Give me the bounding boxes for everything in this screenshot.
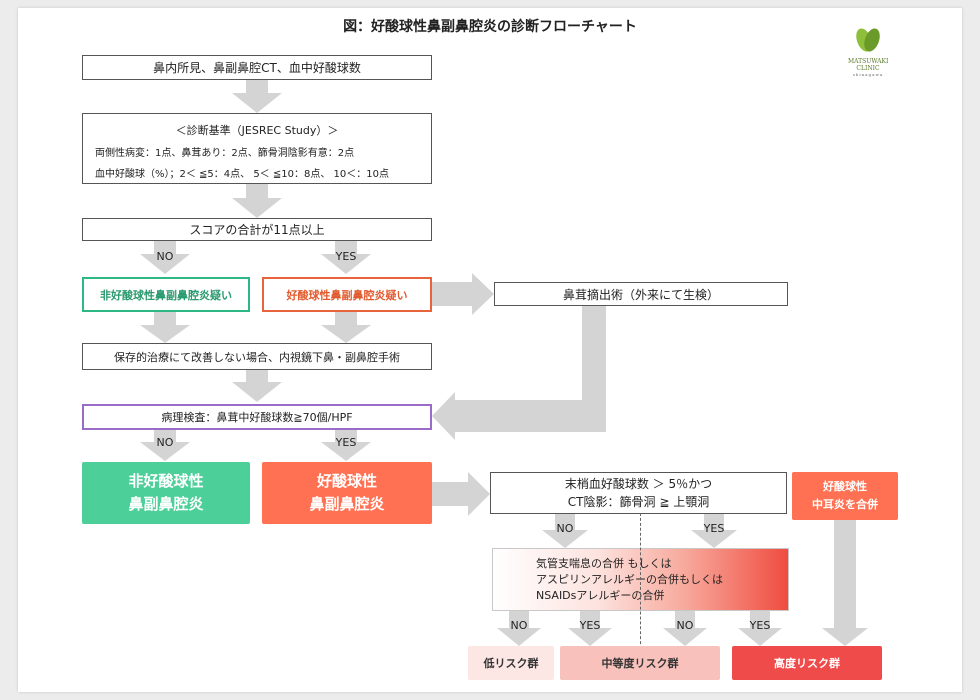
arrow-peripheral-to-asthma-no: [542, 514, 588, 548]
pathology-box: 病理検査：鼻茸中好酸球数≧70個/HPF: [82, 404, 432, 430]
criteria-line2: 血中好酸球（%）；2＜ ≦5：4点、 5＜ ≦10：8点、 10＜：10点: [95, 169, 389, 180]
criteria-box: ＜診断基準（JESREC Study）＞ 両側性病変：1点、鼻茸あり：2点、篩骨…: [82, 113, 432, 184]
final-eos-box: 好酸球性 鼻副鼻腔炎: [262, 462, 432, 524]
arrow-asthma-to-high: [738, 611, 782, 646]
peripheral-no-label: NO: [556, 522, 574, 535]
clinic-logo: MATSUWAKI CLINIC shinagawa: [848, 26, 888, 77]
peripheral-criteria-box: 末梢血好酸球数 ＞ 5％かつ CT陰影：篩骨洞 ≧ 上顎洞: [490, 472, 787, 514]
polyp-excision-box: 鼻茸摘出術（外来にて生検）: [494, 282, 788, 306]
arrow-pathology-to-non: [140, 430, 190, 461]
criteria-heading: ＜診断基準（JESREC Study）＞: [175, 124, 339, 137]
arrow-asthma-to-low: [497, 611, 541, 646]
low-risk-box: 低リスク群: [468, 646, 554, 680]
page-title: 図：好酸球性鼻副鼻腔炎の診断フローチャート: [343, 19, 637, 35]
asthma-line1: 気管支喘息の合併 もしくは: [536, 557, 672, 570]
final-non-eos-line2: 鼻副鼻腔炎: [128, 495, 204, 513]
final-non-eos-line1: 非好酸球性: [128, 472, 204, 490]
pathology-yes-label: YES: [335, 436, 357, 449]
arrow-asthma-to-mid-b: [663, 611, 707, 646]
arrow-asthma-to-mid-a: [568, 611, 612, 646]
otitis-box: 好酸球性 中耳炎を合併: [792, 472, 898, 520]
arrow-eos-to-excision: [432, 273, 494, 315]
asthma-line3: NSAIDsアレルギーの合併: [536, 589, 665, 602]
leaf-logo-icon: [856, 28, 880, 52]
conservative-treatment-box: 保存的治療にて改善しない場合、内視鏡下鼻・副鼻腔手術: [82, 343, 432, 370]
arrow-eos-to-conservative: [321, 312, 371, 343]
arrow-score-to-non: [140, 241, 190, 274]
initial-exam-box: 鼻内所見、鼻副鼻腔CT、血中好酸球数: [82, 55, 432, 80]
peripheral-yes-label: YES: [703, 522, 725, 535]
arrow-final-to-peripheral: [432, 472, 490, 516]
criteria-line1: 両側性病変：1点、鼻茸あり：2点、篩骨洞陰影有意：2点: [95, 148, 355, 159]
pathology-no-label: NO: [156, 436, 174, 449]
asthma-yes-label-1: YES: [579, 619, 601, 632]
final-non-eos-box: 非好酸球性 鼻副鼻腔炎: [82, 462, 250, 524]
score-total-box: スコアの合計が11点以上: [82, 218, 432, 241]
arrow-excision-to-pathology: [432, 306, 606, 440]
arrow-pathology-to-eos: [321, 430, 371, 461]
logo-line2: CLINIC: [856, 65, 880, 72]
branch-no-label: NO: [156, 250, 174, 263]
otitis-line2: 中耳炎を合併: [812, 498, 878, 511]
asthma-no-label-2: NO: [676, 619, 694, 632]
final-eos-line1: 好酸球性: [316, 472, 377, 490]
high-risk-box: 高度リスク群: [732, 646, 882, 680]
arrow-otitis-to-high: [822, 520, 868, 646]
arrow-peripheral-to-asthma-yes: [691, 514, 737, 548]
final-eos-line2: 鼻副鼻腔炎: [309, 495, 385, 513]
asthma-yes-label-2: YES: [749, 619, 771, 632]
logo-line3: shinagawa: [852, 72, 884, 77]
arrow-criteria-to-score: [232, 184, 282, 218]
asthma-no-label-1: NO: [510, 619, 528, 632]
arrow-non-to-conservative: [140, 312, 190, 343]
mid-risk-box: 中等度リスク群: [560, 646, 720, 680]
otitis-line1: 好酸球性: [823, 480, 867, 493]
arrow-exam-to-criteria: [232, 80, 282, 113]
branch-yes-label: YES: [335, 250, 357, 263]
peripheral-line2: CT陰影：篩骨洞 ≧ 上顎洞: [567, 495, 710, 509]
suspect-non-eos-box: 非好酸球性鼻副鼻腔炎疑い: [82, 277, 250, 312]
dashed-divider: [640, 513, 641, 649]
logo-line1: MATSUWAKI: [848, 58, 889, 65]
peripheral-line1: 末梢血好酸球数 ＞ 5％かつ: [564, 477, 713, 491]
asthma-line2: アスピリンアレルギーの合併もしくは: [536, 573, 723, 586]
arrow-conservative-to-pathology: [232, 370, 282, 402]
suspect-eos-box: 好酸球性鼻副鼻腔炎疑い: [262, 277, 432, 312]
arrow-score-to-eos: [321, 241, 371, 274]
